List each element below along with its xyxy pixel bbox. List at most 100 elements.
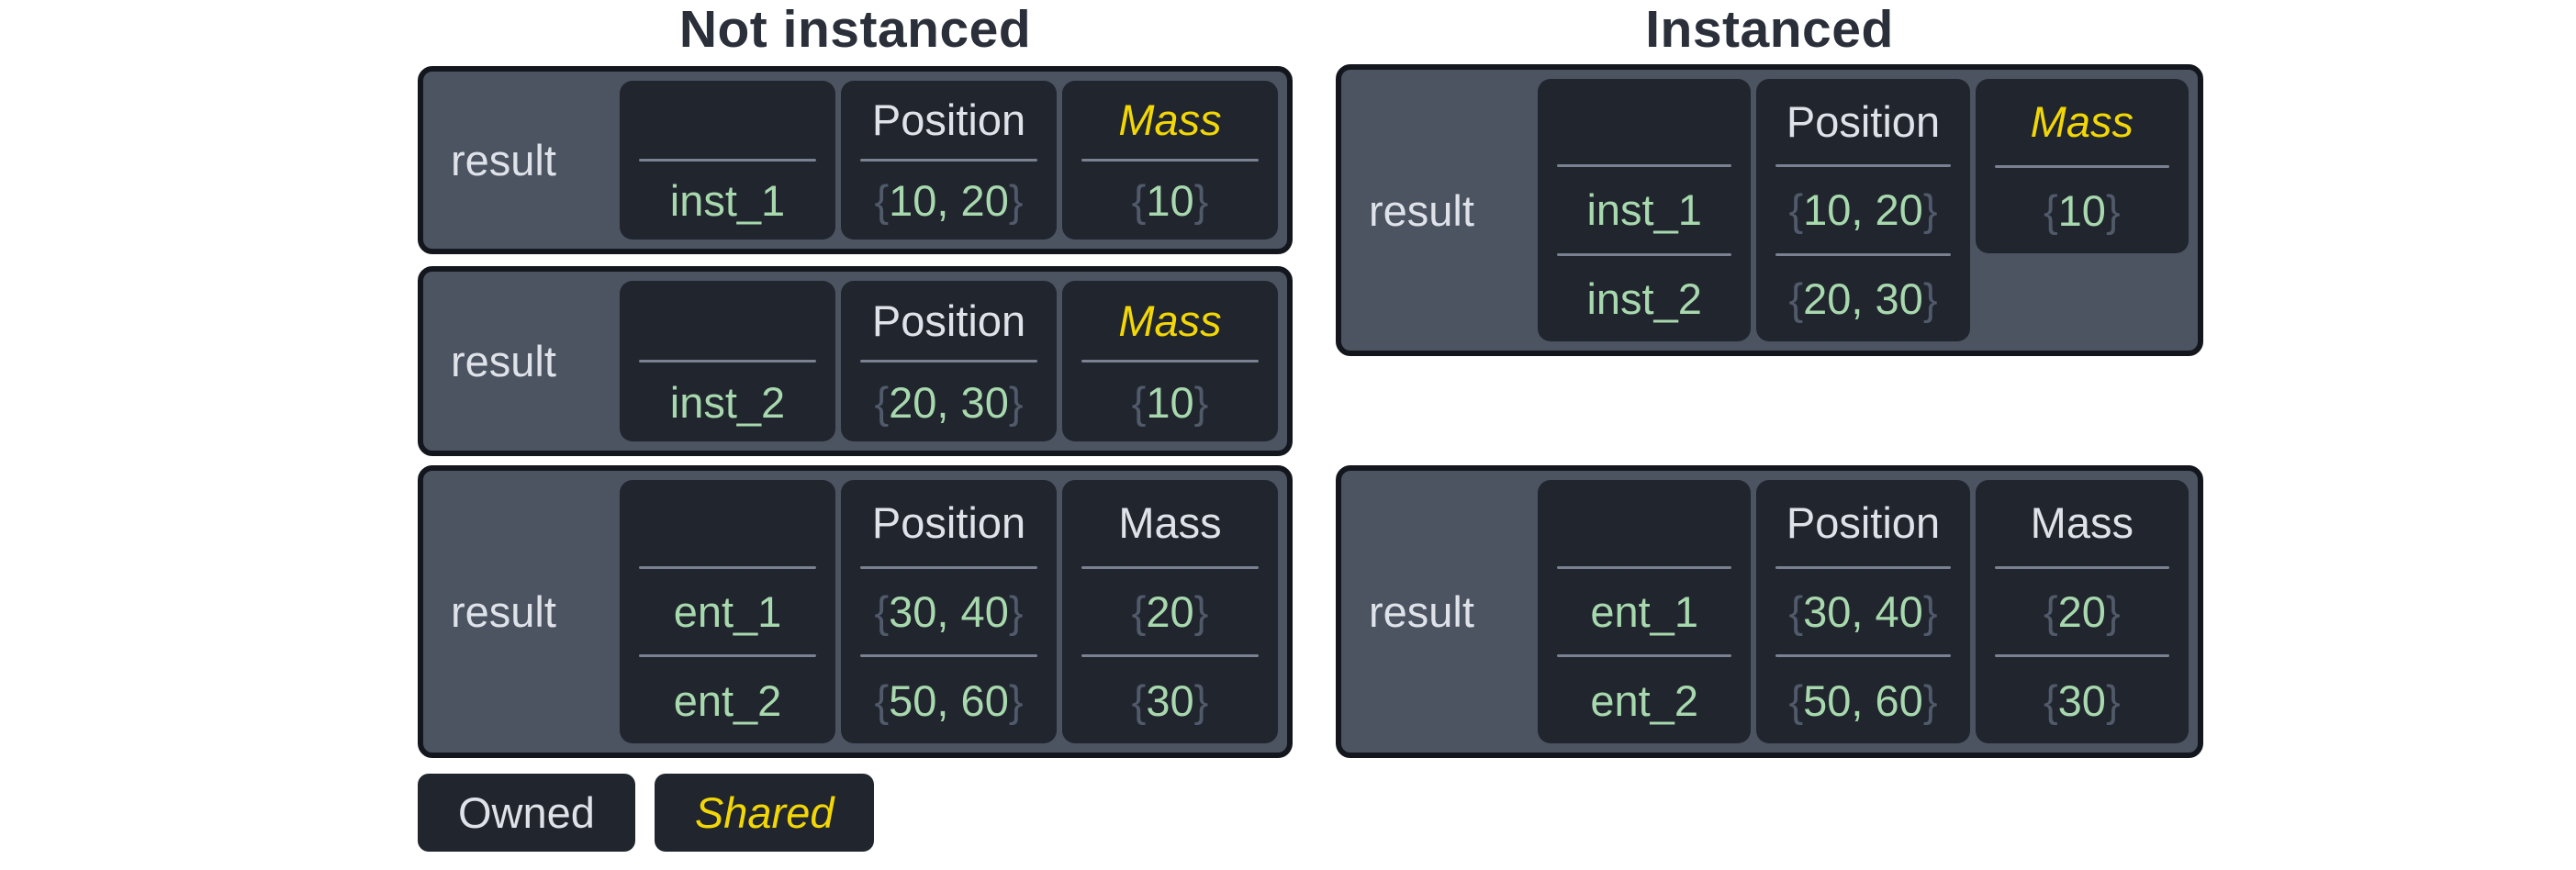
row-divider	[1556, 164, 1732, 168]
close-brace: }	[2105, 675, 2121, 725]
mass-column: Mass {20} {30}	[1975, 480, 2189, 743]
section-title-instanced: Instanced	[1645, 0, 1894, 59]
close-brace: }	[1008, 377, 1024, 427]
legend-chip-shared: Shared	[654, 774, 875, 852]
position-column: Position {10, 20} {20, 30}	[1756, 79, 1970, 341]
result-label: result	[1369, 587, 1474, 636]
row-divider	[639, 565, 816, 569]
open-brace: {	[2043, 185, 2058, 235]
row-divider	[1081, 159, 1259, 162]
open-brace: {	[1788, 273, 1804, 323]
position-value: {50, 60}	[1756, 657, 1969, 743]
open-brace: {	[1131, 675, 1147, 725]
mass-number: 10	[1146, 176, 1194, 225]
entity-column-header	[620, 480, 835, 566]
position-column-header: Position	[871, 296, 1026, 345]
open-brace: {	[874, 176, 890, 225]
close-brace: }	[1922, 587, 1938, 636]
mass-value: {10}	[1062, 362, 1278, 441]
row-divider	[1775, 565, 1951, 569]
query-result-table-entities-left: result ent_1 ent_2 Position {30, 40} {50…	[418, 465, 1293, 758]
row-divider	[860, 360, 1037, 362]
mass-column-header: Mass	[2030, 498, 2134, 548]
position-value: {10, 20}	[841, 162, 1057, 240]
entity-name: ent_2	[1590, 675, 1698, 725]
close-brace: }	[1193, 377, 1209, 427]
position-numbers: 50, 60	[1803, 675, 1923, 725]
mass-column: Mass {20} {30}	[1062, 480, 1278, 743]
open-brace: {	[1788, 587, 1804, 636]
position-column-header: Position	[871, 95, 1026, 144]
section-title-not-instanced: Not instanced	[678, 0, 1032, 59]
mass-value: {30}	[1976, 657, 2189, 743]
legend: Owned Shared	[418, 774, 875, 852]
mass-value: {20}	[1976, 569, 2189, 655]
close-brace: }	[1008, 587, 1024, 636]
entity-name: inst_2	[669, 377, 786, 427]
position-column-header: Position	[1786, 498, 1941, 548]
entity-name: ent_1	[1590, 587, 1698, 636]
entity-name: ent_2	[673, 675, 782, 725]
position-numbers: 30, 40	[889, 587, 1009, 636]
position-value: {10, 20}	[1756, 167, 1969, 252]
mass-column-header: Mass	[1118, 296, 1222, 345]
result-label: result	[451, 136, 556, 184]
position-value: {50, 60}	[841, 657, 1057, 743]
mass-column-header: Mass	[1118, 498, 1222, 548]
open-brace: {	[2043, 675, 2058, 725]
result-label: result	[451, 337, 556, 385]
entity-name: inst_1	[669, 176, 786, 225]
position-numbers: 20, 30	[1803, 273, 1923, 323]
mass-value: {10}	[1062, 162, 1278, 240]
row-divider	[1556, 654, 1732, 658]
entity-column: inst_1	[620, 81, 835, 240]
mass-number: 20	[2057, 587, 2106, 636]
entity-column: ent_1 ent_2	[1538, 480, 1752, 743]
open-brace: {	[2043, 587, 2058, 636]
row-divider	[1775, 654, 1951, 658]
position-value: {30, 40}	[841, 569, 1057, 655]
row-divider	[1556, 252, 1732, 256]
mass-number: 30	[1146, 675, 1194, 725]
entity-name: inst_1	[1586, 185, 1702, 235]
position-numbers: 10, 20	[1803, 185, 1923, 235]
position-column: Position {10, 20}	[841, 81, 1057, 240]
close-brace: }	[1922, 185, 1938, 235]
open-brace: {	[1131, 176, 1147, 225]
entity-column: inst_1 inst_2	[1538, 79, 1752, 341]
open-brace: {	[1131, 587, 1147, 636]
position-column-header: Position	[1786, 97, 1941, 147]
mass-number: 30	[2057, 675, 2106, 725]
entity-name: inst_2	[1586, 273, 1702, 323]
position-numbers: 20, 30	[889, 377, 1009, 427]
close-brace: }	[1008, 176, 1024, 225]
position-column: Position {30, 40} {50, 60}	[1756, 480, 1970, 743]
close-brace: }	[2105, 587, 2121, 636]
query-result-table-not-instanced-2: result inst_2 Position {20, 30} Mass {10…	[418, 266, 1293, 456]
row-divider	[1081, 360, 1259, 362]
entity-column-header	[1538, 79, 1751, 164]
open-brace: {	[874, 675, 890, 725]
close-brace: }	[1193, 587, 1209, 636]
open-brace: {	[874, 587, 890, 636]
mass-value: {30}	[1062, 657, 1278, 743]
entity-column-header	[620, 81, 835, 159]
row-divider	[1994, 565, 2170, 569]
open-brace: {	[1131, 377, 1147, 427]
mass-column: Mass {10}	[1062, 281, 1278, 441]
close-brace: }	[1193, 176, 1209, 225]
mass-column-header: Mass	[1118, 95, 1222, 144]
close-brace: }	[1922, 675, 1938, 725]
position-column-header: Position	[871, 498, 1026, 548]
close-brace: }	[1193, 675, 1209, 725]
entity-column: inst_2	[620, 281, 835, 441]
mass-column-shared: Mass {10}	[1975, 79, 2189, 254]
open-brace: {	[1788, 185, 1804, 235]
position-column: Position {30, 40} {50, 60}	[841, 480, 1057, 743]
row-divider	[1081, 654, 1259, 658]
position-value: {30, 40}	[1756, 569, 1969, 655]
open-brace: {	[1788, 675, 1804, 725]
row-divider	[1775, 252, 1951, 256]
mass-value: {10}	[1976, 168, 2189, 254]
